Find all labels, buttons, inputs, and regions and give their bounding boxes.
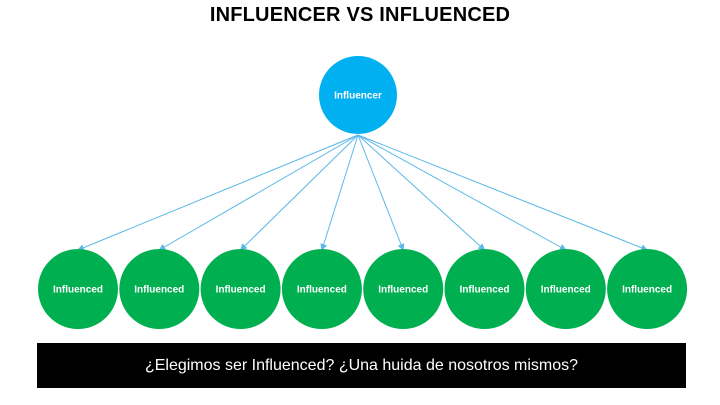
influenced-label: Influenced	[134, 285, 184, 296]
slide-title: INFLUENCER VS INFLUENCED	[209, 4, 511, 26]
influenced-node: Influenced	[363, 249, 444, 329]
influence-arrow	[357, 134, 649, 252]
influenced-circle	[444, 249, 525, 329]
influenced-label: Influenced	[378, 285, 428, 296]
influenced-label: Influenced	[216, 285, 266, 296]
influenced-label: Influenced	[297, 285, 347, 296]
banner-text: ¿Elegimos ser Influenced? ¿Una huida de …	[144, 356, 579, 374]
influenced-nodes: Influenced Influenced Influenced Influenced…	[38, 249, 688, 329]
question-banner: ¿Elegimos ser Influenced? ¿Una huida de …	[37, 343, 686, 388]
influenced-node: Influenced	[38, 249, 118, 329]
influenced-label: Influenced	[622, 285, 672, 296]
influenced-circle	[200, 249, 281, 329]
influenced-label: Influenced	[541, 285, 591, 296]
influence-arrow	[357, 134, 486, 251]
influence-arrow	[320, 134, 359, 251]
influence-arrow	[357, 134, 405, 251]
influenced-label: Influenced	[53, 285, 103, 296]
influenced-circle	[363, 249, 444, 329]
influence-arrows	[77, 134, 649, 252]
influenced-circle	[38, 249, 118, 329]
influenced-circle	[119, 249, 200, 329]
influenced-node: Influenced	[525, 249, 606, 329]
influence-arrow	[357, 134, 567, 251]
influenced-node: Influenced	[119, 249, 200, 329]
influencer-label: Influencer	[334, 91, 382, 102]
influence-arrow	[77, 134, 359, 251]
influencer-node: Influencer	[319, 56, 397, 134]
influenced-node: Influenced	[281, 249, 362, 329]
influenced-node: Influenced	[607, 249, 688, 329]
influence-arrow	[239, 134, 359, 251]
influenced-node: Influenced	[444, 249, 525, 329]
influenced-circle	[607, 249, 688, 329]
influenced-node: Influenced	[200, 249, 281, 329]
influencer-circle	[319, 56, 397, 134]
influenced-circle	[281, 249, 362, 329]
influenced-circle	[525, 249, 606, 329]
influence-arrow	[158, 134, 359, 251]
influenced-label: Influenced	[459, 285, 509, 296]
